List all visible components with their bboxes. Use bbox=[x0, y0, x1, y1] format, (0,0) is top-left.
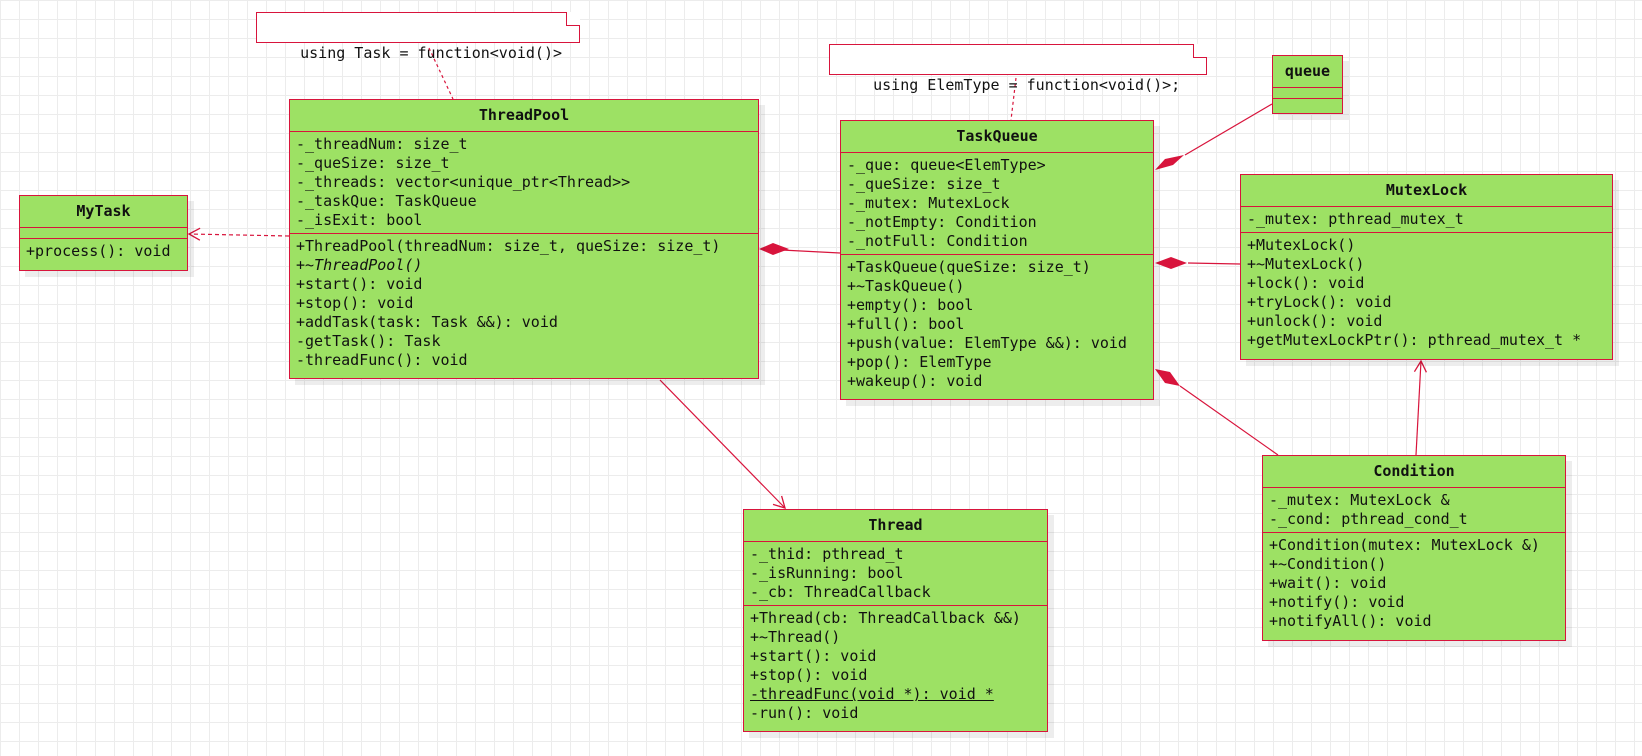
composition-taskqueue-condition bbox=[1179, 385, 1279, 456]
class-threadpool-name: ThreadPool bbox=[290, 100, 758, 132]
method-row: +lock(): void bbox=[1247, 274, 1365, 292]
class-mytask[interactable]: MyTask +process(): void bbox=[19, 195, 188, 271]
attribute-row: -_queSize: size_t bbox=[296, 154, 450, 172]
method-row: +ThreadPool(threadNum: size_t, queSize: … bbox=[296, 237, 721, 255]
method-row-static: -threadFunc(void *): void * bbox=[750, 685, 994, 703]
class-queue-attributes bbox=[1273, 88, 1342, 99]
method-row: +~Thread() bbox=[750, 628, 841, 646]
attribute-row: -_threadNum: size_t bbox=[296, 135, 468, 153]
class-taskqueue-attributes: -_que: queue<ElemType> -_queSize: size_t… bbox=[841, 153, 1153, 255]
class-queue-methods bbox=[1273, 99, 1342, 109]
class-threadpool[interactable]: ThreadPool -_threadNum: size_t -_queSize… bbox=[289, 99, 759, 379]
class-queue[interactable]: queue bbox=[1272, 55, 1343, 114]
note-task-alias: using Task = function<void()> bbox=[256, 12, 580, 62]
class-taskqueue[interactable]: TaskQueue -_que: queue<ElemType> -_queSi… bbox=[840, 120, 1154, 400]
method-row: +full(): bool bbox=[847, 315, 965, 333]
method-row: +Condition(mutex: MutexLock &) bbox=[1269, 536, 1540, 554]
method-row: -threadFunc(): void bbox=[296, 351, 468, 369]
class-mutexlock[interactable]: MutexLock -_mutex: pthread_mutex_t +Mute… bbox=[1240, 174, 1613, 360]
method-row: +TaskQueue(queSize: size_t) bbox=[847, 258, 1091, 276]
note-fold-corner bbox=[1193, 44, 1207, 58]
method-row: +tryLock(): void bbox=[1247, 293, 1392, 311]
diamond-taskqueue-queue bbox=[1155, 155, 1184, 170]
attribute-row: -_taskQue: TaskQueue bbox=[296, 192, 477, 210]
method-row: +start(): void bbox=[296, 275, 423, 293]
attribute-row: -_isRunning: bool bbox=[750, 564, 904, 582]
class-thread-name: Thread bbox=[744, 510, 1047, 542]
association-condition-mutexlock bbox=[1413, 359, 1427, 456]
attribute-row: -_que: queue<ElemType> bbox=[847, 156, 1046, 174]
method-row: +stop(): void bbox=[750, 666, 868, 684]
method-row: +~TaskQueue() bbox=[847, 277, 965, 295]
attribute-row: -_queSize: size_t bbox=[847, 175, 1001, 193]
method-row: +wakeup(): void bbox=[847, 372, 983, 390]
class-mytask-methods: +process(): void bbox=[20, 239, 187, 264]
attribute-row: -_cond: pthread_cond_t bbox=[1269, 510, 1468, 528]
attribute-row: -_thid: pthread_t bbox=[750, 545, 904, 563]
attribute-row: -_threads: vector<unique_ptr<Thread>> bbox=[296, 173, 631, 191]
note-link-elemtype-alias bbox=[1010, 77, 1017, 121]
class-queue-name: queue bbox=[1273, 56, 1342, 88]
attribute-row: -_isExit: bool bbox=[296, 211, 423, 229]
class-thread[interactable]: Thread -_thid: pthread_t -_isRunning: bo… bbox=[743, 509, 1048, 732]
class-condition[interactable]: Condition -_mutex: MutexLock & -_cond: p… bbox=[1262, 455, 1566, 641]
method-row: +wait(): void bbox=[1269, 574, 1387, 592]
association-threadpool-thread bbox=[659, 379, 786, 509]
method-row-abstract: +~ThreadPool() bbox=[296, 256, 423, 274]
diamond-taskqueue-mutexlock bbox=[1155, 257, 1187, 269]
method-row: +Thread(cb: ThreadCallback &&) bbox=[750, 609, 1021, 627]
method-row: +~MutexLock() bbox=[1247, 255, 1365, 273]
method-row: +notifyAll(): void bbox=[1269, 612, 1432, 630]
attribute-row: -_cb: ThreadCallback bbox=[750, 583, 931, 601]
attribute-row: -_mutex: MutexLock & bbox=[1269, 491, 1450, 509]
attribute-row: -_notEmpty: Condition bbox=[847, 213, 1037, 231]
attribute-row: -_notFull: Condition bbox=[847, 232, 1028, 250]
method-row: -run(): void bbox=[750, 704, 859, 722]
method-row: +pop(): ElemType bbox=[847, 353, 992, 371]
class-condition-attributes: -_mutex: MutexLock & -_cond: pthread_con… bbox=[1263, 488, 1565, 533]
class-thread-methods: +Thread(cb: ThreadCallback &&) +~Thread(… bbox=[744, 606, 1047, 726]
class-mytask-name: MyTask bbox=[20, 196, 187, 228]
class-threadpool-methods: +ThreadPool(threadNum: size_t, queSize: … bbox=[290, 234, 758, 373]
note-task-alias-text: using Task = function<void()> bbox=[300, 44, 563, 62]
method-row: +~Condition() bbox=[1269, 555, 1387, 573]
class-taskqueue-methods: +TaskQueue(queSize: size_t) +~TaskQueue(… bbox=[841, 255, 1153, 394]
method-row: -getTask(): Task bbox=[296, 332, 441, 350]
class-condition-name: Condition bbox=[1263, 456, 1565, 488]
note-elemtype-alias: using ElemType = function<void()>; bbox=[829, 44, 1207, 94]
method-row: +start(): void bbox=[750, 647, 877, 665]
note-elemtype-alias-text: using ElemType = function<void()>; bbox=[873, 76, 1181, 94]
class-mutexlock-methods: +MutexLock() +~MutexLock() +lock(): void… bbox=[1241, 233, 1612, 353]
composition-taskqueue-mutexlock bbox=[1187, 262, 1241, 265]
method-row: +push(value: ElemType &&): void bbox=[847, 334, 1127, 352]
class-condition-methods: +Condition(mutex: MutexLock &) +~Conditi… bbox=[1263, 533, 1565, 634]
dependency-threadpool-mytask bbox=[187, 227, 290, 241]
method-row: +MutexLock() bbox=[1247, 236, 1356, 254]
diamond-threadpool bbox=[759, 243, 789, 255]
attribute-row: -_mutex: MutexLock bbox=[847, 194, 1010, 212]
method-row: +process(): void bbox=[26, 242, 171, 260]
method-row: +stop(): void bbox=[296, 294, 414, 312]
class-thread-attributes: -_thid: pthread_t -_isRunning: bool -_cb… bbox=[744, 542, 1047, 606]
diamond-taskqueue-condition bbox=[1155, 369, 1180, 386]
method-row: +addTask(task: Task &&): void bbox=[296, 313, 558, 331]
class-mutexlock-name: MutexLock bbox=[1241, 175, 1612, 207]
attribute-row: -_mutex: pthread_mutex_t bbox=[1247, 210, 1464, 228]
method-row: +empty(): bool bbox=[847, 296, 974, 314]
method-row: +getMutexLockPtr(): pthread_mutex_t * bbox=[1247, 331, 1582, 349]
class-mutexlock-attributes: -_mutex: pthread_mutex_t bbox=[1241, 207, 1612, 233]
note-fold-corner bbox=[566, 12, 580, 26]
class-threadpool-attributes: -_threadNum: size_t -_queSize: size_t -_… bbox=[290, 132, 758, 234]
method-row: +notify(): void bbox=[1269, 593, 1405, 611]
composition-taskqueue-queue bbox=[1184, 103, 1273, 156]
class-taskqueue-name: TaskQueue bbox=[841, 121, 1153, 153]
method-row: +unlock(): void bbox=[1247, 312, 1383, 330]
class-mytask-attributes bbox=[20, 228, 187, 239]
